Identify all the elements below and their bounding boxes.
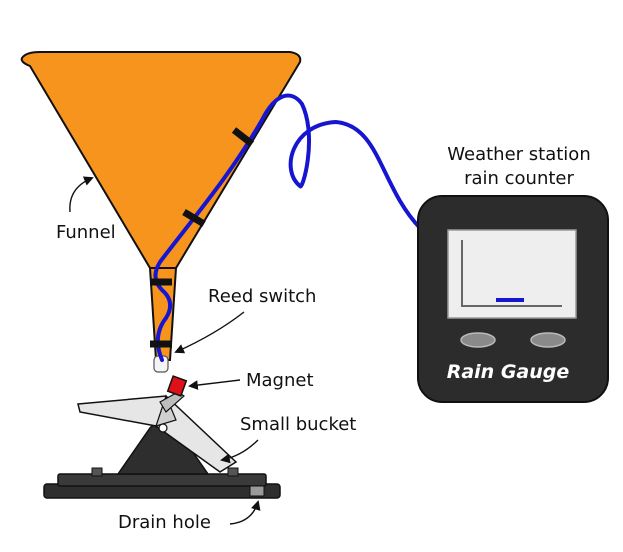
- rain-counter-device: Rain Gauge: [417, 195, 609, 403]
- drain-hole-marker: [249, 485, 265, 497]
- cable-clips: [150, 127, 255, 348]
- funnel-arrow: [69, 176, 94, 213]
- funnel-label: Funnel: [56, 222, 116, 243]
- magnet-label: Magnet: [246, 370, 314, 391]
- magnet-arrow: [188, 379, 241, 390]
- leader-arrows: [69, 176, 261, 525]
- weather-station-label-line2: rain counter: [464, 168, 574, 189]
- funnel: [20, 51, 302, 361]
- drain-hole-arrow: [229, 500, 261, 525]
- display-screen: [447, 229, 577, 319]
- weather-station-label-line1: Weather station: [447, 144, 590, 165]
- left-button[interactable]: [460, 332, 496, 348]
- reed-switch-label: Reed switch: [208, 286, 316, 307]
- magnet: [166, 375, 188, 397]
- magnet-arm: [159, 391, 185, 413]
- tipping-bucket: [77, 391, 238, 473]
- small-bucket-arrow: [220, 439, 259, 464]
- signal-wire: [153, 93, 422, 362]
- small-bucket-label: Small bucket: [240, 414, 356, 435]
- device-title: Rain Gauge: [447, 361, 570, 383]
- screen-axes: [461, 240, 562, 307]
- drain-hole-label: Drain hole: [118, 512, 211, 533]
- pivot-pin: [158, 423, 168, 433]
- right-button[interactable]: [530, 332, 566, 348]
- reed-switch-arrow: [174, 311, 245, 354]
